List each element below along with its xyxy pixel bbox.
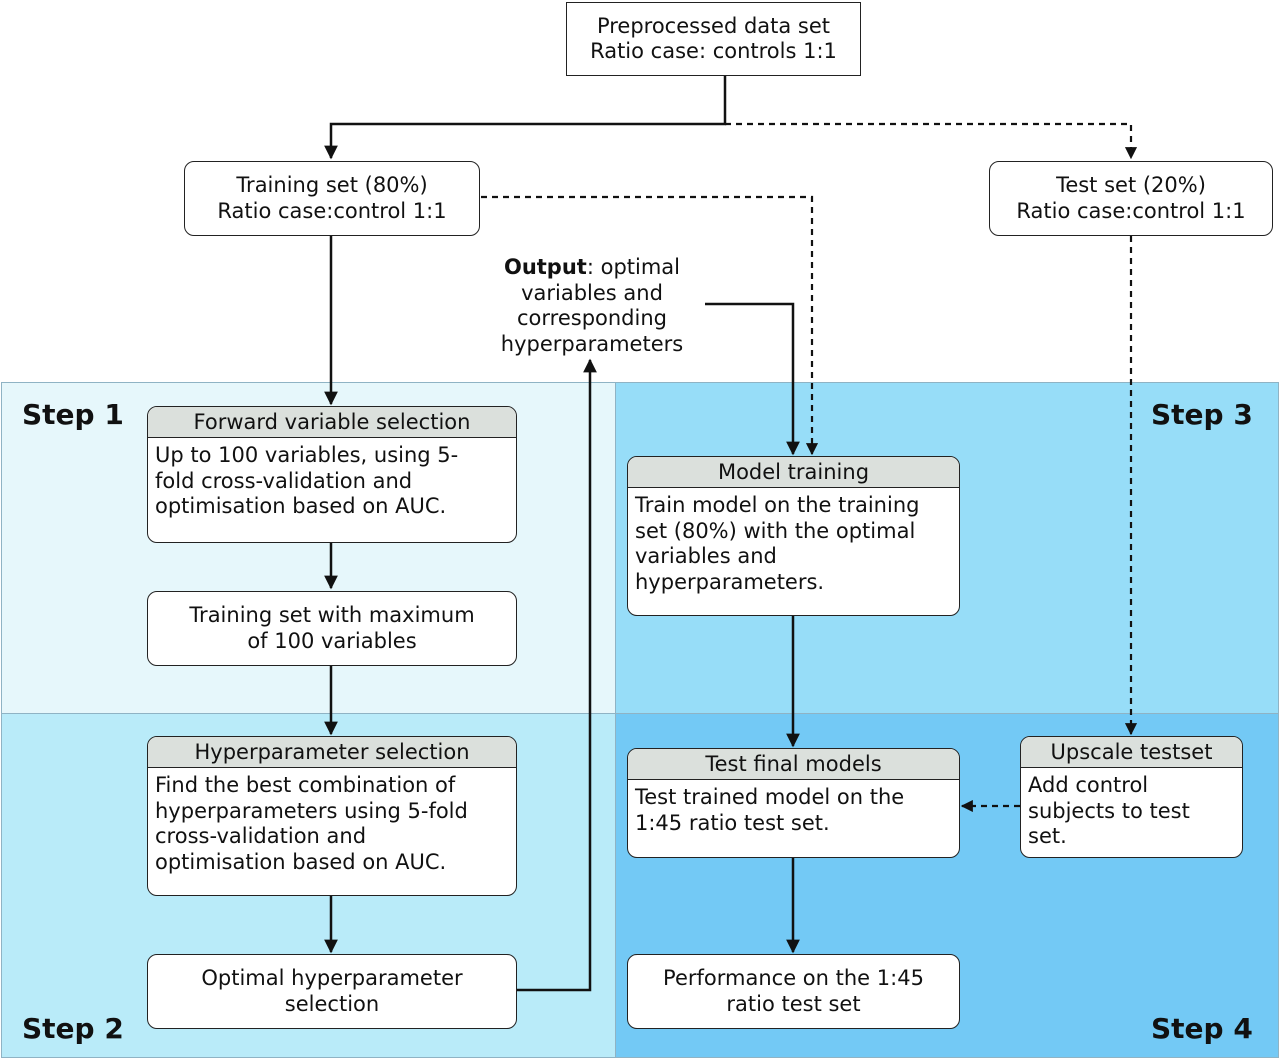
upscale-node: Upscale testset Add control subjects to …: [1020, 736, 1243, 858]
test-set-line1: Test set (20%): [1056, 173, 1206, 197]
arrow-optimal-to-output: [517, 358, 597, 992]
hyperparameter-line1: Find the best combination of: [155, 773, 456, 797]
model-training-header: Model training: [628, 457, 959, 488]
forward-selection-line2: fold cross-validation and: [155, 468, 413, 493]
performance-line2: ratio test set: [726, 991, 861, 1016]
training-set-node: Training set (80%) Ratio case:control 1:…: [184, 161, 480, 236]
step4-label: Step 4: [1151, 1012, 1253, 1045]
test-set-line2: Ratio case:control 1:1: [1016, 198, 1246, 223]
hyperparameter-line2: hyperparameters using 5-fold: [155, 798, 468, 823]
test-final-line2: 1:45 ratio test set.: [635, 810, 830, 835]
output-line3: corresponding: [517, 306, 667, 330]
training-set-line1: Training set (80%): [236, 173, 428, 197]
output-line2: variables and: [521, 280, 663, 305]
step2-label: Step 2: [22, 1012, 124, 1045]
test-set-node: Test set (20%) Ratio case:control 1:1: [989, 161, 1273, 236]
model-training-line2: set (80%) with the optimal: [635, 518, 916, 543]
performance-node: Performance on the 1:45 ratio test set: [627, 954, 960, 1029]
preprocessed-line1: Preprocessed data set: [596, 13, 831, 38]
model-training-line3: variables and: [635, 544, 777, 568]
upscale-line2: subjects to test: [1028, 798, 1190, 823]
hyperparameter-selection-node: Hyperparameter selection Find the best c…: [147, 736, 517, 896]
performance-line1: Performance on the 1:45: [663, 966, 924, 990]
optimal-hyper-line1: Optimal hyperparameter: [201, 966, 463, 990]
forward-selection-line3: optimisation based on AUC.: [155, 494, 447, 518]
arrow-output-to-model: [705, 302, 800, 456]
upscale-header: Upscale testset: [1021, 737, 1242, 768]
step1-label: Step 1: [22, 398, 124, 431]
output-line4: hyperparameters: [500, 331, 684, 356]
model-training-node: Model training Train model on the traini…: [627, 456, 960, 616]
test-final-header: Test final models: [628, 749, 959, 780]
hyperparameter-line4: optimisation based on AUC.: [155, 849, 447, 874]
hyperparameter-line3: cross-validation and: [155, 824, 367, 848]
training-max-node: Training set with maximum of 100 variabl…: [147, 591, 517, 666]
test-final-line1: Test trained model on the: [635, 785, 905, 809]
upscale-line1: Add control: [1028, 773, 1149, 797]
dashed-training-to-model: [481, 195, 819, 456]
optimal-hyper-node: Optimal hyperparameter selection: [147, 954, 517, 1029]
preprocessed-line2: Ratio case: controls 1:1: [590, 39, 837, 63]
training-max-line2: of 100 variables: [247, 628, 417, 653]
forward-selection-line1: Up to 100 variables, using 5-: [155, 443, 459, 467]
model-training-line1: Train model on the training: [635, 493, 920, 517]
training-max-line1: Training set with maximum: [189, 603, 475, 627]
test-final-node: Test final models Test trained model on …: [627, 748, 960, 858]
step3-label: Step 3: [1151, 398, 1253, 431]
dashed-preprocessed-to-test: [725, 122, 1138, 160]
model-training-line4: hyperparameters.: [635, 569, 825, 594]
optimal-hyper-line2: selection: [284, 991, 380, 1016]
hyperparameter-selection-header: Hyperparameter selection: [148, 737, 516, 768]
output-rest: : optimal: [586, 255, 681, 279]
forward-selection-header: Forward variable selection: [148, 407, 516, 438]
forward-selection-node: Forward variable selection Up to 100 var…: [147, 406, 517, 543]
arrow-preprocessed-to-training: [324, 76, 727, 160]
training-set-line2: Ratio case:control 1:1: [217, 198, 447, 223]
preprocessed-data-node: Preprocessed data set Ratio case: contro…: [566, 2, 861, 76]
output-bold: Output: [503, 255, 587, 279]
upscale-line3: set.: [1028, 824, 1067, 848]
output-annotation: Output: optimal variables and correspond…: [480, 255, 704, 357]
